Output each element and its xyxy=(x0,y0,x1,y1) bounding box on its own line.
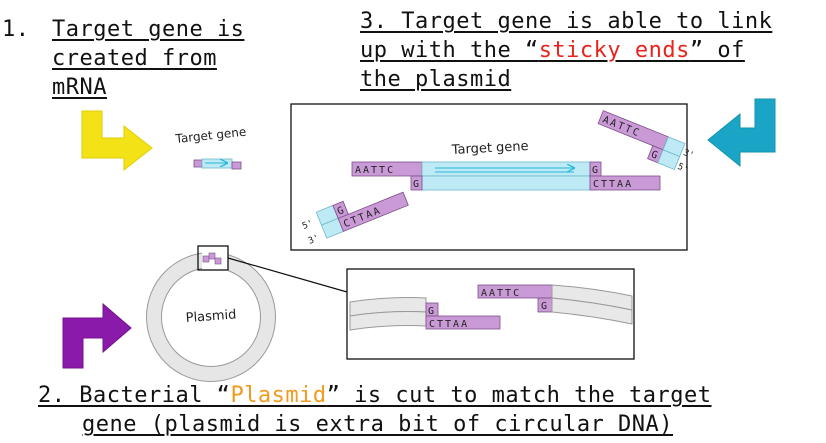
box-gene-label: Target gene xyxy=(450,139,529,158)
yellow-arrow-icon xyxy=(81,110,153,172)
right-seq: CTTAA xyxy=(593,179,633,190)
step3-line2: up with the “sticky ends” of xyxy=(360,36,745,65)
left-plasmid-fragment: G CTTAA 5' 3' xyxy=(301,191,409,247)
plasmid-label: Plasmid xyxy=(185,307,237,326)
step1-line1: Target gene is xyxy=(52,17,245,42)
zoom-top-g: G xyxy=(541,301,547,312)
step2-line1-post: ” is cut to match the target xyxy=(326,383,712,408)
zoom-low-g: G xyxy=(428,306,434,317)
step2-line1-pre: 2. Bacterial “ xyxy=(38,383,231,408)
left-low-g: G xyxy=(336,205,346,217)
small-gene-label: Target gene xyxy=(174,125,247,146)
zoom-top-seq: AATTC xyxy=(481,288,521,299)
step3-line3: the plasmid xyxy=(360,67,512,92)
step1-line2: created from xyxy=(52,46,217,71)
left-3-label: 3' xyxy=(307,233,321,246)
sticky-ends-highlight: sticky ends xyxy=(538,38,690,63)
step1-number: 1. xyxy=(2,17,30,42)
left-5-label: 5' xyxy=(301,219,315,232)
box-target-gene: Target gene AATTC G G CTTAA xyxy=(351,139,661,191)
step1-line3: mRNA xyxy=(52,75,107,100)
teal-arrow-icon xyxy=(707,98,776,168)
step2-line1: 2. Bacterial “Plasmid” is cut to match t… xyxy=(38,381,712,410)
zoom-low-seq: CTTAA xyxy=(429,319,469,330)
right-g: G xyxy=(592,165,598,176)
plasmid-ring: Plasmid xyxy=(146,245,276,382)
left-top-seq: AATTC xyxy=(355,165,395,176)
right-5-label: 5' xyxy=(676,162,690,175)
small-target-gene: Target gene xyxy=(174,125,247,170)
step2-line2: gene (plasmid is extra bit of circular D… xyxy=(82,412,674,437)
step3-line2-post: ” of xyxy=(689,38,745,63)
left-g: G xyxy=(413,179,419,190)
step3-line2-pre: up with the “ xyxy=(360,38,539,63)
step3-line1: 3. Target gene is able to link xyxy=(360,9,773,34)
plasmid-highlight: Plasmid xyxy=(230,383,327,408)
right-up-g: G xyxy=(649,149,659,161)
purple-arrow-icon xyxy=(62,302,132,369)
zoom-connector xyxy=(227,257,348,293)
right-3-label: 3' xyxy=(682,148,696,161)
zoom-content: G CTTAA AATTC G xyxy=(349,284,633,331)
